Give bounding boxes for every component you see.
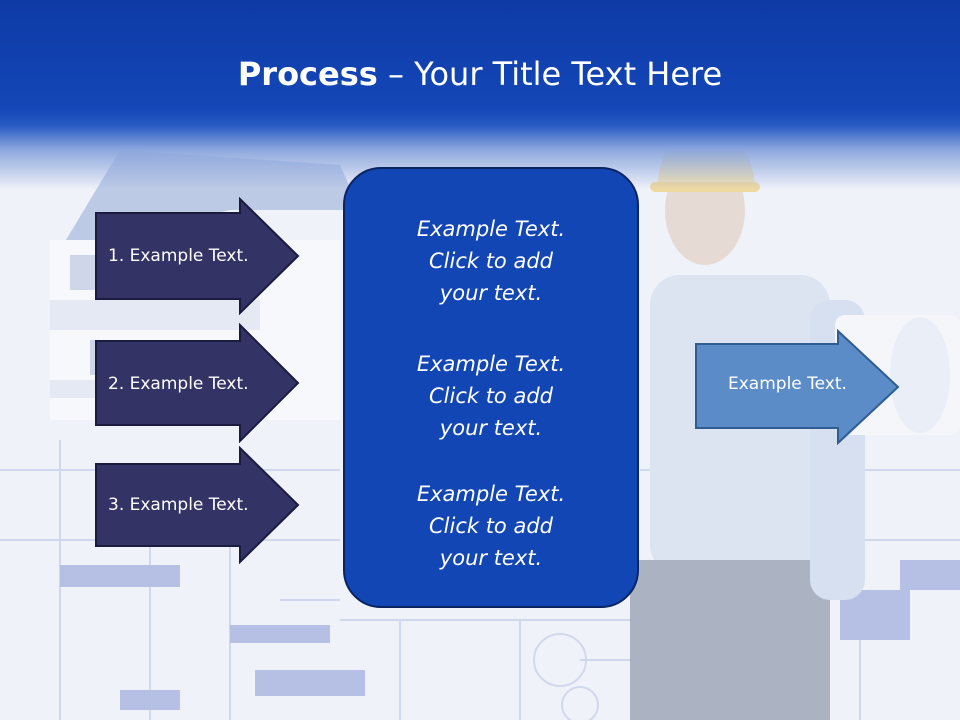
slide-title: Process – Your Title Text Here — [0, 52, 960, 96]
center-text-block-2: Example Text. Click to add your text. — [345, 348, 637, 444]
center-line: Example Text. — [416, 352, 566, 376]
center-line: Click to add — [428, 384, 553, 408]
arrow-shape — [95, 446, 300, 564]
title-bold: Process — [237, 55, 378, 93]
center-line: Click to add — [428, 249, 553, 273]
title-rest: – Your Title Text Here — [377, 55, 723, 93]
center-line: your text. — [439, 416, 543, 440]
center-line: your text. — [439, 546, 543, 570]
center-text-panel[interactable]: Example Text. Click to add your text. Ex… — [343, 167, 639, 608]
result-arrow[interactable]: Example Text. — [694, 329, 900, 445]
center-text-block-1: Example Text. Click to add your text. — [345, 213, 637, 309]
step-label: 2. Example Text. — [108, 374, 249, 394]
center-line: your text. — [439, 281, 543, 305]
result-label: Example Text. — [728, 374, 847, 394]
title-banner — [0, 0, 960, 190]
step-arrow-2[interactable]: 2. Example Text. — [94, 323, 300, 443]
arrow-shape — [95, 323, 300, 443]
center-line: Example Text. — [416, 482, 566, 506]
step-label: 1. Example Text. — [108, 246, 249, 266]
step-arrow-3[interactable]: 3. Example Text. — [94, 446, 300, 564]
center-line: Example Text. — [416, 217, 566, 241]
center-line: Click to add — [428, 514, 553, 538]
arrow-shape — [695, 329, 900, 445]
center-text-block-3: Example Text. Click to add your text. — [345, 478, 637, 574]
step-arrow-1[interactable]: 1. Example Text. — [94, 197, 300, 315]
step-label: 3. Example Text. — [108, 495, 249, 515]
arrow-shape — [95, 197, 300, 315]
